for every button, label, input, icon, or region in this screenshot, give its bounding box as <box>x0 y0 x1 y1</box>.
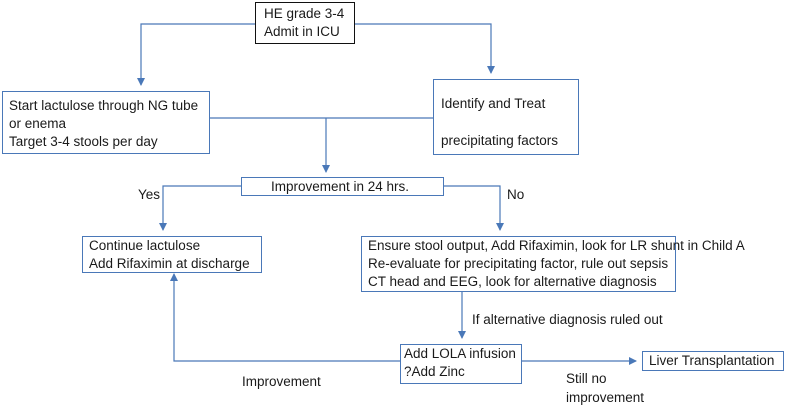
node-identify-treat-line-2: precipitating factors <box>441 133 559 148</box>
edge-yes <box>159 185 241 231</box>
node-identify-treat-line-1: Identify and Treat <box>441 96 546 111</box>
node-he-grade-line-2: Admit in ICU <box>264 24 340 39</box>
node-improvement-24h: Improvement in 24 hrs. <box>241 177 444 196</box>
edge-label-still-no: Still no <box>566 371 607 386</box>
node-liver-transplantation-line-1: Liver Transplantation <box>649 353 775 368</box>
node-start-lactulose-line-1: Start lactulose through NG tube <box>9 98 199 113</box>
node-ensure-stool-line-2: Re-evaluate for precipitating factor, ru… <box>368 256 669 271</box>
node-continue-lactulose: Continue lactulose Add Rifaximin at disc… <box>82 236 262 273</box>
node-add-lola: Add LOLA infusion ?Add Zinc <box>400 344 522 384</box>
edge-improvement-back <box>170 273 400 362</box>
node-ensure-stool-line-3: CT head and EEG, look for alternative di… <box>368 274 657 289</box>
node-start-lactulose-line-3: Target 3-4 stools per day <box>9 134 158 149</box>
node-continue-lactulose-line-1: Continue lactulose <box>89 238 201 253</box>
node-start-lactulose-line-2: or enema <box>9 116 67 131</box>
edge-label-alt-ruled-out: If alternative diagnosis ruled out <box>472 312 663 327</box>
node-identify-treat: Identify and Treat precipitating factors <box>433 79 579 155</box>
node-add-lola-line-2: ?Add Zinc <box>404 364 465 379</box>
edge-label-no: No <box>507 187 525 202</box>
node-start-lactulose: Start lactulose through NG tube or enema… <box>2 91 210 154</box>
edge-top-to-identify <box>355 23 495 74</box>
edge-label-still-no-2: improvement <box>566 390 645 405</box>
node-add-lola-line-1: Add LOLA infusion <box>404 346 516 361</box>
edge-no <box>444 185 504 231</box>
node-ensure-stool: Ensure stool output, Add Rifaximin, look… <box>361 236 745 292</box>
edge-label-yes: Yes <box>138 187 161 202</box>
edge-top-to-lactulose <box>137 23 255 86</box>
node-liver-transplantation: Liver Transplantation <box>642 351 784 371</box>
node-he-grade-line-1: HE grade 3-4 <box>264 6 345 21</box>
edge-label-improvement: Improvement <box>242 374 321 389</box>
node-improvement-24h-line-1: Improvement in 24 hrs. <box>271 179 410 194</box>
node-he-grade: HE grade 3-4 Admit in ICU <box>255 2 355 44</box>
node-continue-lactulose-line-2: Add Rifaximin at discharge <box>89 256 250 271</box>
node-ensure-stool-line-1: Ensure stool output, Add Rifaximin, look… <box>368 238 745 253</box>
